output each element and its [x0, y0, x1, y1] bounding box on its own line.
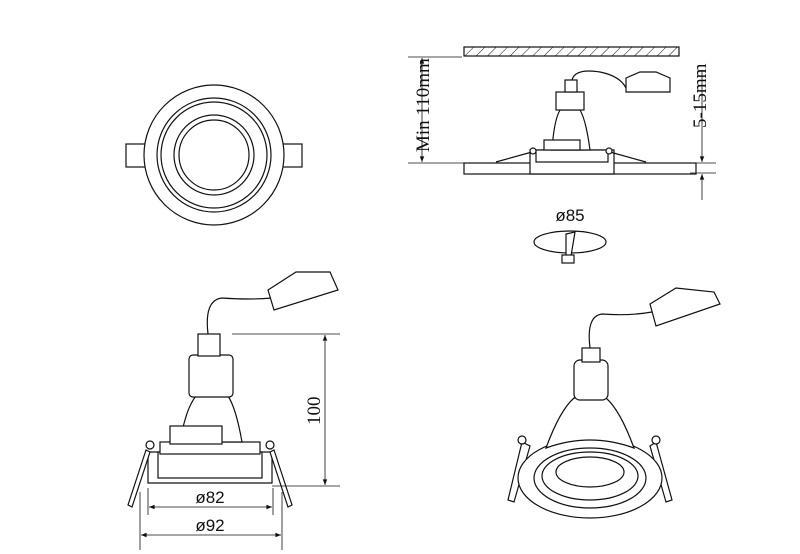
front-view: 100 ø82 ø92 — [127, 271, 340, 550]
outer-diameter-label: ø92 — [195, 516, 224, 535]
inner-diameter-label: ø82 — [195, 488, 224, 507]
perspective-view — [507, 287, 721, 519]
driver-box — [267, 271, 339, 311]
installation-view: Min 110mm 5-15mm ø85 — [408, 46, 716, 264]
height-label: 100 — [304, 397, 325, 426]
top-view — [125, 84, 303, 226]
min-depth-label: Min 110mm — [413, 58, 434, 152]
cutout-diameter-label: ø85 — [555, 206, 584, 225]
right-clip-tab — [281, 143, 303, 168]
left-clip-tab — [125, 143, 147, 168]
outer-ring — [143, 84, 285, 226]
ceiling-joist — [463, 46, 680, 57]
ceiling-thickness-label: 5-15mm — [690, 63, 711, 128]
